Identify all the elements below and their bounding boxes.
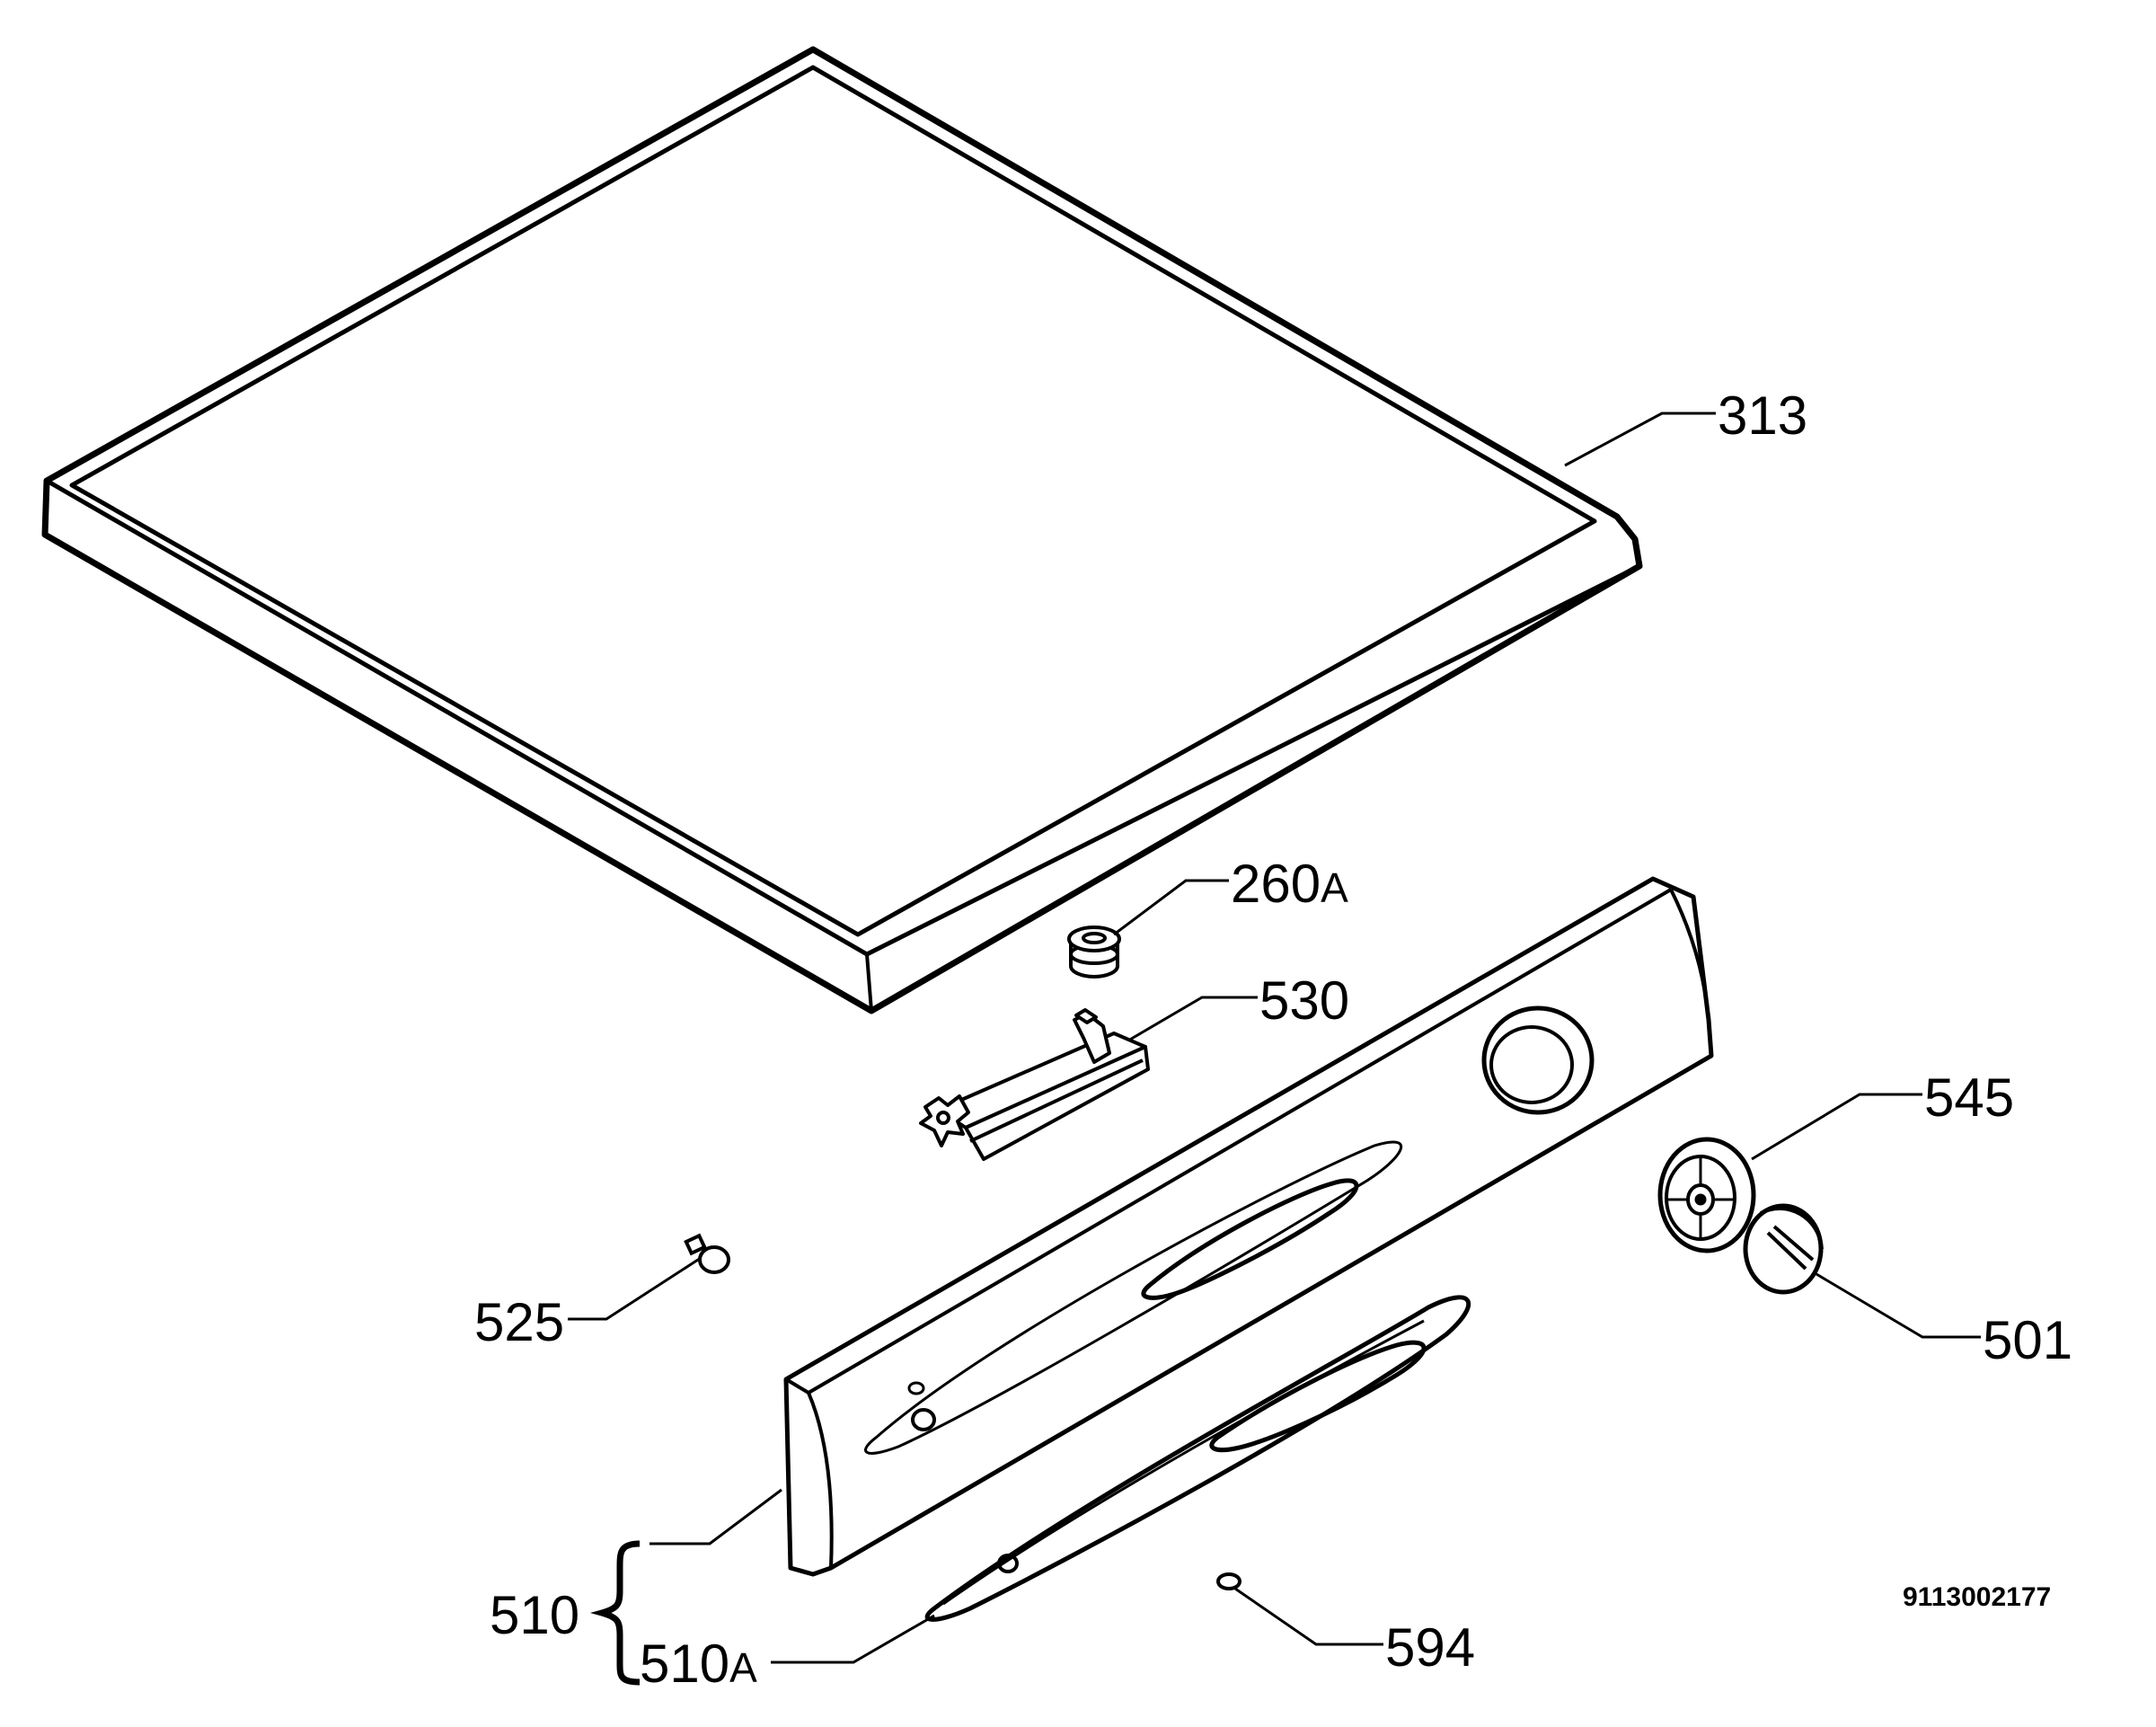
- panel-display-recess: [864, 1140, 1403, 1455]
- clip-594-body: [1216, 1572, 1241, 1590]
- trim-strip-hole: [997, 1554, 1019, 1573]
- panel-front-face: [783, 876, 1714, 1577]
- callout-501: 501: [1983, 1310, 2072, 1370]
- callout-510: 510: [490, 1585, 579, 1645]
- grommet-260a: [1067, 925, 1121, 979]
- trim-strip-outline: [924, 1295, 1471, 1622]
- callout-510a-number: 510: [640, 1634, 729, 1694]
- panel-indicator-pin: [907, 1381, 925, 1395]
- leader-594: [1234, 1587, 1383, 1646]
- callout-313: 313: [1718, 385, 1807, 446]
- clip-594: [1216, 1572, 1241, 1590]
- knob-base-center: [1694, 1193, 1707, 1206]
- trim-strip-510a: [924, 1295, 1471, 1622]
- leader-260a: [1113, 879, 1229, 936]
- control-panel-510: [783, 876, 1714, 1577]
- panel-indicator-hole: [911, 1408, 936, 1431]
- leader-545: [1751, 1093, 1922, 1161]
- top-cover-front-corner: [865, 953, 873, 1012]
- top-cover-inner-frame: [69, 65, 1597, 937]
- callout-545: 545: [1924, 1067, 2014, 1128]
- top-cover-outer-edge: [41, 46, 1643, 1014]
- panel-left-end-curve: [807, 1392, 834, 1569]
- callout-510-brace: [589, 1540, 641, 1686]
- callout-510a: 510A: [640, 1634, 757, 1694]
- trim-strip-window: [1209, 1340, 1427, 1453]
- callout-260a-suffix: A: [1321, 864, 1348, 911]
- panel-right-end-curve: [1669, 889, 1710, 1021]
- leader-313: [1564, 412, 1716, 467]
- latch-hook-tab: [1074, 1008, 1098, 1024]
- leader-501: [1816, 1272, 1981, 1339]
- knob-top-face: [1760, 1207, 1824, 1250]
- control-knob-501: [1743, 1203, 1824, 1295]
- document-number: 9113002177: [1903, 1582, 2051, 1612]
- leader-530: [1127, 996, 1258, 1042]
- callout-260a: 260A: [1231, 854, 1348, 914]
- push-button-525: [684, 1233, 730, 1274]
- push-button-stem: [684, 1233, 707, 1256]
- latch-star-hole: [936, 1111, 950, 1125]
- knob-base-545: [1657, 1137, 1756, 1253]
- knob-grip: [1766, 1225, 1815, 1271]
- callout-594: 594: [1385, 1617, 1475, 1678]
- top-cover-313: [41, 46, 1643, 1014]
- leader-lines: [568, 412, 1981, 1664]
- leader-510a: [771, 1614, 935, 1664]
- callout-510a-suffix: A: [729, 1644, 757, 1691]
- panel-selector-opening-outer: [1481, 1005, 1595, 1115]
- push-button-cap: [698, 1245, 730, 1274]
- grommet-hole: [1082, 932, 1107, 944]
- latch-rail-front: [964, 1045, 1150, 1161]
- callout-530: 530: [1259, 970, 1349, 1031]
- panel-selector-opening-inner: [1489, 1025, 1574, 1104]
- panel-display-window: [1141, 1178, 1359, 1300]
- callout-260a-number: 260: [1231, 854, 1321, 914]
- leader-510: [649, 1488, 782, 1545]
- latch-rail-groove: [969, 1058, 1144, 1143]
- callout-525: 525: [474, 1292, 564, 1352]
- leader-525: [568, 1256, 702, 1321]
- latch-bracket-530: [919, 1008, 1150, 1161]
